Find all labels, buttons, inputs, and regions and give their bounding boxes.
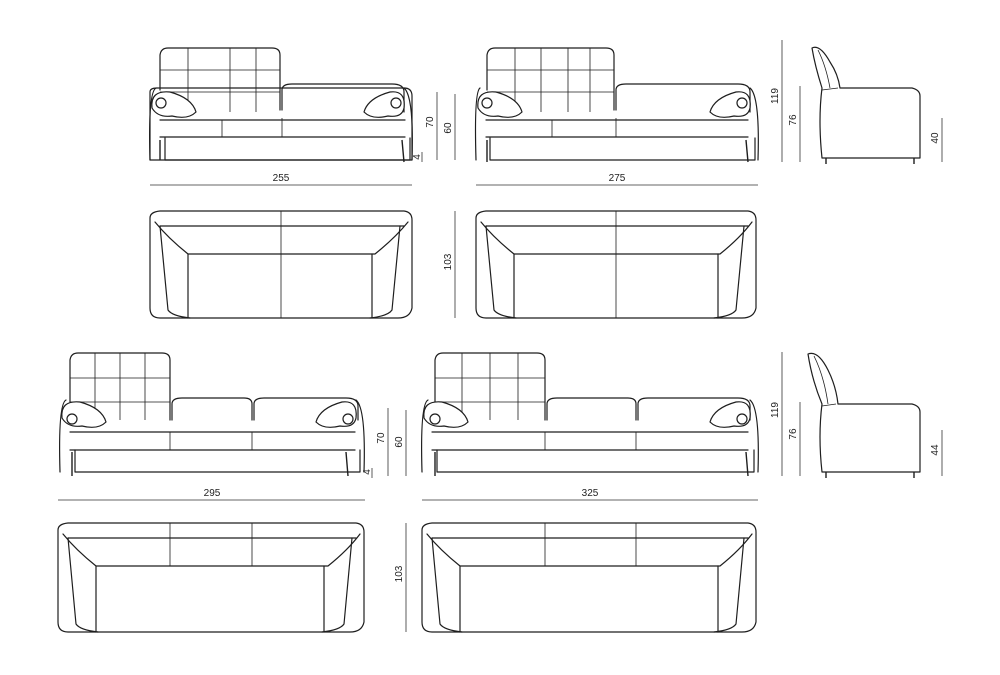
sofa-275-top-view [475, 210, 757, 319]
row2-depth-dimension: 103 [394, 523, 407, 632]
dim-height-60: 60 [443, 122, 454, 134]
row1-dimension-lines: 255 275 70 60 4 119 76 40 [150, 40, 943, 186]
right-arm-pillow [363, 91, 405, 118]
dim-side-119-row2: 119 [770, 402, 781, 418]
side-view-1 [811, 46, 921, 164]
dim-side-44: 44 [930, 444, 941, 456]
dim-height-60-row2: 60 [394, 436, 405, 448]
sofa-295-top-view [57, 522, 365, 633]
legs [159, 139, 405, 163]
sofa-255-top-view [149, 210, 413, 319]
side-view-2 [807, 352, 921, 478]
row2-dimension-lines: 295 325 70 60 4 119 76 44 [58, 352, 943, 501]
dim-height-70: 70 [425, 116, 436, 128]
dim-side-76: 76 [788, 114, 799, 126]
dim-width-275: 275 [609, 173, 626, 184]
row1-depth-dimension: 103 [443, 211, 456, 318]
dim-width-295: 295 [204, 488, 221, 499]
dim-side-76-row2: 76 [788, 428, 799, 440]
sofa-275-front-view [474, 47, 759, 163]
dim-width-255: 255 [273, 173, 290, 184]
left-arm-pillow [151, 91, 197, 118]
sofa-325-front-view [421, 352, 759, 477]
sofa-295-front-view [59, 352, 365, 477]
dim-side-40: 40 [930, 132, 941, 144]
sofa-325-top-view [421, 522, 757, 633]
dim-depth-103-row1: 103 [443, 253, 454, 270]
dim-depth-103-row2: 103 [394, 565, 405, 582]
dim-side-119: 119 [770, 88, 781, 104]
sofa-255-front-view [149, 47, 413, 163]
dim-width-325: 325 [582, 488, 599, 499]
dim-height-70-row2: 70 [376, 432, 387, 444]
headrest-back [159, 47, 281, 111]
dim-leg-4-row2: 4 [362, 469, 373, 475]
dim-leg-4: 4 [412, 154, 423, 160]
